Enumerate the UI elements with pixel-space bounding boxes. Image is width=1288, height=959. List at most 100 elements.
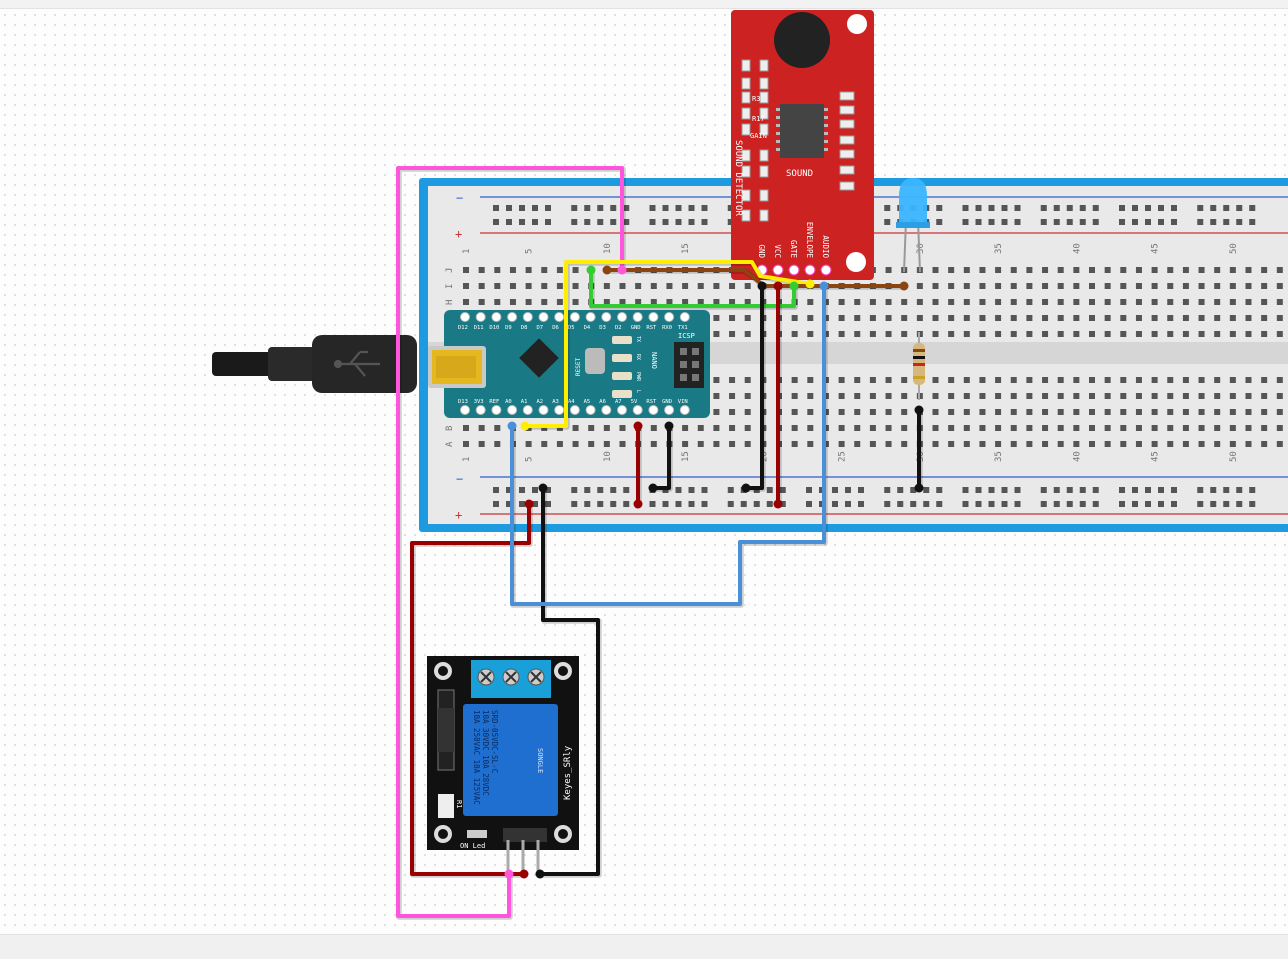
- breadboard-hole[interactable]: [1276, 299, 1283, 305]
- rail-hole[interactable]: [532, 205, 538, 211]
- breadboard-hole[interactable]: [494, 425, 501, 431]
- breadboard-hole[interactable]: [1276, 393, 1283, 399]
- breadboard-hole[interactable]: [603, 299, 610, 305]
- nano-pin-top[interactable]: [664, 312, 675, 322]
- breadboard-hole[interactable]: [729, 425, 736, 431]
- rail-hole[interactable]: [506, 501, 512, 507]
- breadboard-hole[interactable]: [1073, 283, 1080, 289]
- breadboard-hole[interactable]: [1073, 393, 1080, 399]
- breadboard-hole[interactable]: [1104, 283, 1111, 289]
- rail-hole[interactable]: [649, 501, 656, 507]
- breadboard-hole[interactable]: [1089, 267, 1095, 273]
- breadboard-hole[interactable]: [744, 425, 751, 431]
- breadboard-hole[interactable]: [885, 267, 892, 273]
- breadboard-hole[interactable]: [556, 283, 563, 289]
- rail-hole[interactable]: [936, 205, 943, 211]
- rail-hole[interactable]: [1249, 205, 1256, 211]
- rail-hole[interactable]: [1158, 219, 1164, 225]
- breadboard-hole[interactable]: [588, 441, 595, 447]
- rail-hole[interactable]: [1119, 219, 1125, 225]
- nano-pin-top[interactable]: [648, 312, 659, 322]
- breadboard-hole[interactable]: [525, 299, 532, 305]
- breadboard-hole[interactable]: [1135, 331, 1142, 337]
- nano-pin-top[interactable]: [507, 312, 518, 322]
- breadboard-hole[interactable]: [1026, 377, 1033, 383]
- breadboard-hole[interactable]: [1261, 299, 1268, 305]
- breadboard-hole[interactable]: [932, 283, 939, 289]
- breadboard-hole[interactable]: [619, 299, 626, 305]
- breadboard-hole[interactable]: [1167, 393, 1174, 399]
- rail-hole[interactable]: [806, 501, 812, 507]
- breadboard-hole[interactable]: [1089, 283, 1095, 289]
- breadboard-hole[interactable]: [572, 441, 579, 447]
- rail-hole[interactable]: [1001, 501, 1008, 507]
- rail-hole[interactable]: [584, 205, 591, 211]
- rail-hole[interactable]: [571, 487, 578, 493]
- rail-hole[interactable]: [623, 501, 630, 507]
- breadboard-hole[interactable]: [1198, 409, 1205, 415]
- breadboard-hole[interactable]: [1261, 441, 1268, 447]
- breadboard-hole[interactable]: [1010, 393, 1017, 399]
- breadboard-hole[interactable]: [1276, 377, 1283, 383]
- breadboard-hole[interactable]: [1261, 331, 1268, 337]
- nano-pin-top[interactable]: [491, 312, 502, 322]
- breadboard-hole[interactable]: [713, 283, 720, 289]
- rail-hole[interactable]: [701, 205, 708, 211]
- sound-pin[interactable]: [820, 264, 832, 276]
- rail-hole[interactable]: [923, 487, 930, 493]
- breadboard-hole[interactable]: [650, 283, 657, 289]
- nano-pin-bottom[interactable]: [632, 405, 643, 415]
- breadboard-hole[interactable]: [1198, 377, 1205, 383]
- rail-hole[interactable]: [845, 501, 851, 507]
- rail-hole[interactable]: [688, 487, 695, 493]
- wire-endpoint[interactable]: [504, 869, 514, 879]
- breadboard-hole[interactable]: [1010, 377, 1017, 383]
- rail-hole[interactable]: [688, 219, 695, 225]
- rail-hole[interactable]: [545, 205, 551, 211]
- breadboard-hole[interactable]: [963, 393, 970, 399]
- breadboard-hole[interactable]: [979, 315, 986, 321]
- breadboard-hole[interactable]: [1214, 393, 1221, 399]
- breadboard-hole[interactable]: [541, 299, 548, 305]
- rail-hole[interactable]: [1145, 487, 1151, 493]
- breadboard-hole[interactable]: [869, 441, 876, 447]
- breadboard-hole[interactable]: [1120, 377, 1127, 383]
- rail-hole[interactable]: [779, 501, 786, 507]
- rail-hole[interactable]: [988, 205, 995, 211]
- breadboard-hole[interactable]: [509, 283, 516, 289]
- rail-hole[interactable]: [649, 219, 656, 225]
- breadboard-hole[interactable]: [979, 283, 986, 289]
- breadboard-hole[interactable]: [854, 299, 861, 305]
- breadboard-hole[interactable]: [1245, 267, 1252, 273]
- breadboard-hole[interactable]: [1214, 331, 1221, 337]
- breadboard-hole[interactable]: [1010, 425, 1017, 431]
- breadboard-hole[interactable]: [541, 267, 548, 273]
- rail-hole[interactable]: [597, 205, 604, 211]
- breadboard-hole[interactable]: [635, 283, 642, 289]
- breadboard-hole[interactable]: [1073, 409, 1080, 415]
- breadboard-hole[interactable]: [682, 283, 689, 289]
- breadboard-hole[interactable]: [1026, 315, 1033, 321]
- rail-hole[interactable]: [519, 487, 525, 493]
- nano-pin-top[interactable]: [601, 312, 612, 322]
- rail-hole[interactable]: [584, 219, 591, 225]
- breadboard-hole[interactable]: [666, 283, 673, 289]
- breadboard-hole[interactable]: [1261, 283, 1268, 289]
- breadboard-hole[interactable]: [1214, 377, 1221, 383]
- breadboard-hole[interactable]: [1026, 267, 1033, 273]
- rail-hole[interactable]: [519, 205, 525, 211]
- breadboard-hole[interactable]: [1026, 331, 1033, 337]
- breadboard-hole[interactable]: [854, 393, 861, 399]
- breadboard-hole[interactable]: [1245, 315, 1252, 321]
- rail-hole[interactable]: [1223, 205, 1230, 211]
- rail-hole[interactable]: [610, 219, 617, 225]
- wire-endpoint[interactable]: [617, 265, 627, 275]
- breadboard-hole[interactable]: [1229, 299, 1236, 305]
- breadboard-hole[interactable]: [1057, 409, 1064, 415]
- breadboard-hole[interactable]: [572, 283, 579, 289]
- breadboard-hole[interactable]: [619, 425, 626, 431]
- rail-hole[interactable]: [1210, 501, 1217, 507]
- wire-endpoint[interactable]: [538, 483, 548, 493]
